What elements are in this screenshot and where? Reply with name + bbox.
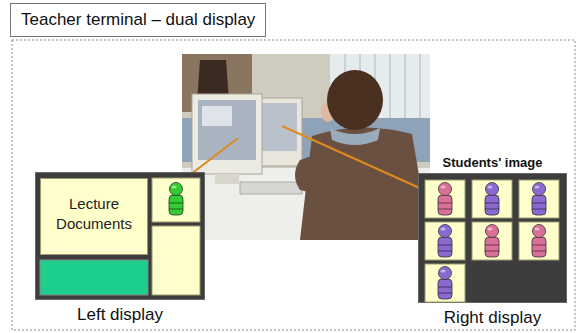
display-frame: Lecture DocumentsLeft display xyxy=(35,172,205,300)
pane-label: Lecture Documents xyxy=(45,194,143,233)
student-tile xyxy=(472,180,512,218)
frame-edge xyxy=(36,173,205,300)
photo-screen xyxy=(198,100,256,160)
display-label: Left display xyxy=(77,305,163,325)
photo-person-arm xyxy=(295,150,330,195)
display-frame: Students' imageRight display xyxy=(418,173,567,303)
leader-line xyxy=(282,126,424,190)
student-tile xyxy=(425,222,465,260)
teacher-icon xyxy=(169,183,183,216)
photo-monitor xyxy=(192,94,262,174)
student-tile xyxy=(425,264,465,302)
section-heading: Students' image xyxy=(443,155,543,170)
photo-stand xyxy=(215,174,239,184)
title-tab: Teacher terminal – dual display xyxy=(10,3,266,37)
frame-edge xyxy=(419,174,567,303)
student-tile xyxy=(519,222,559,260)
photo-wall xyxy=(182,54,430,240)
photo-window-icon xyxy=(202,106,232,126)
student-tile xyxy=(519,180,559,218)
display-label: Right display xyxy=(444,308,541,328)
teacher-photo xyxy=(182,54,430,240)
title-text: Teacher terminal – dual display xyxy=(21,10,255,29)
student-images xyxy=(418,173,567,303)
photo-person-collar xyxy=(330,128,380,145)
photo-person-head xyxy=(327,70,383,130)
dotted-frame xyxy=(12,40,575,330)
teacher-pane xyxy=(152,178,200,222)
student-tile xyxy=(472,222,512,260)
student-tile xyxy=(425,180,465,218)
green-pane xyxy=(40,260,148,295)
photo-keyboard xyxy=(240,182,302,194)
document-pane: Lecture Documents xyxy=(40,178,148,255)
empty-pane xyxy=(152,226,200,295)
